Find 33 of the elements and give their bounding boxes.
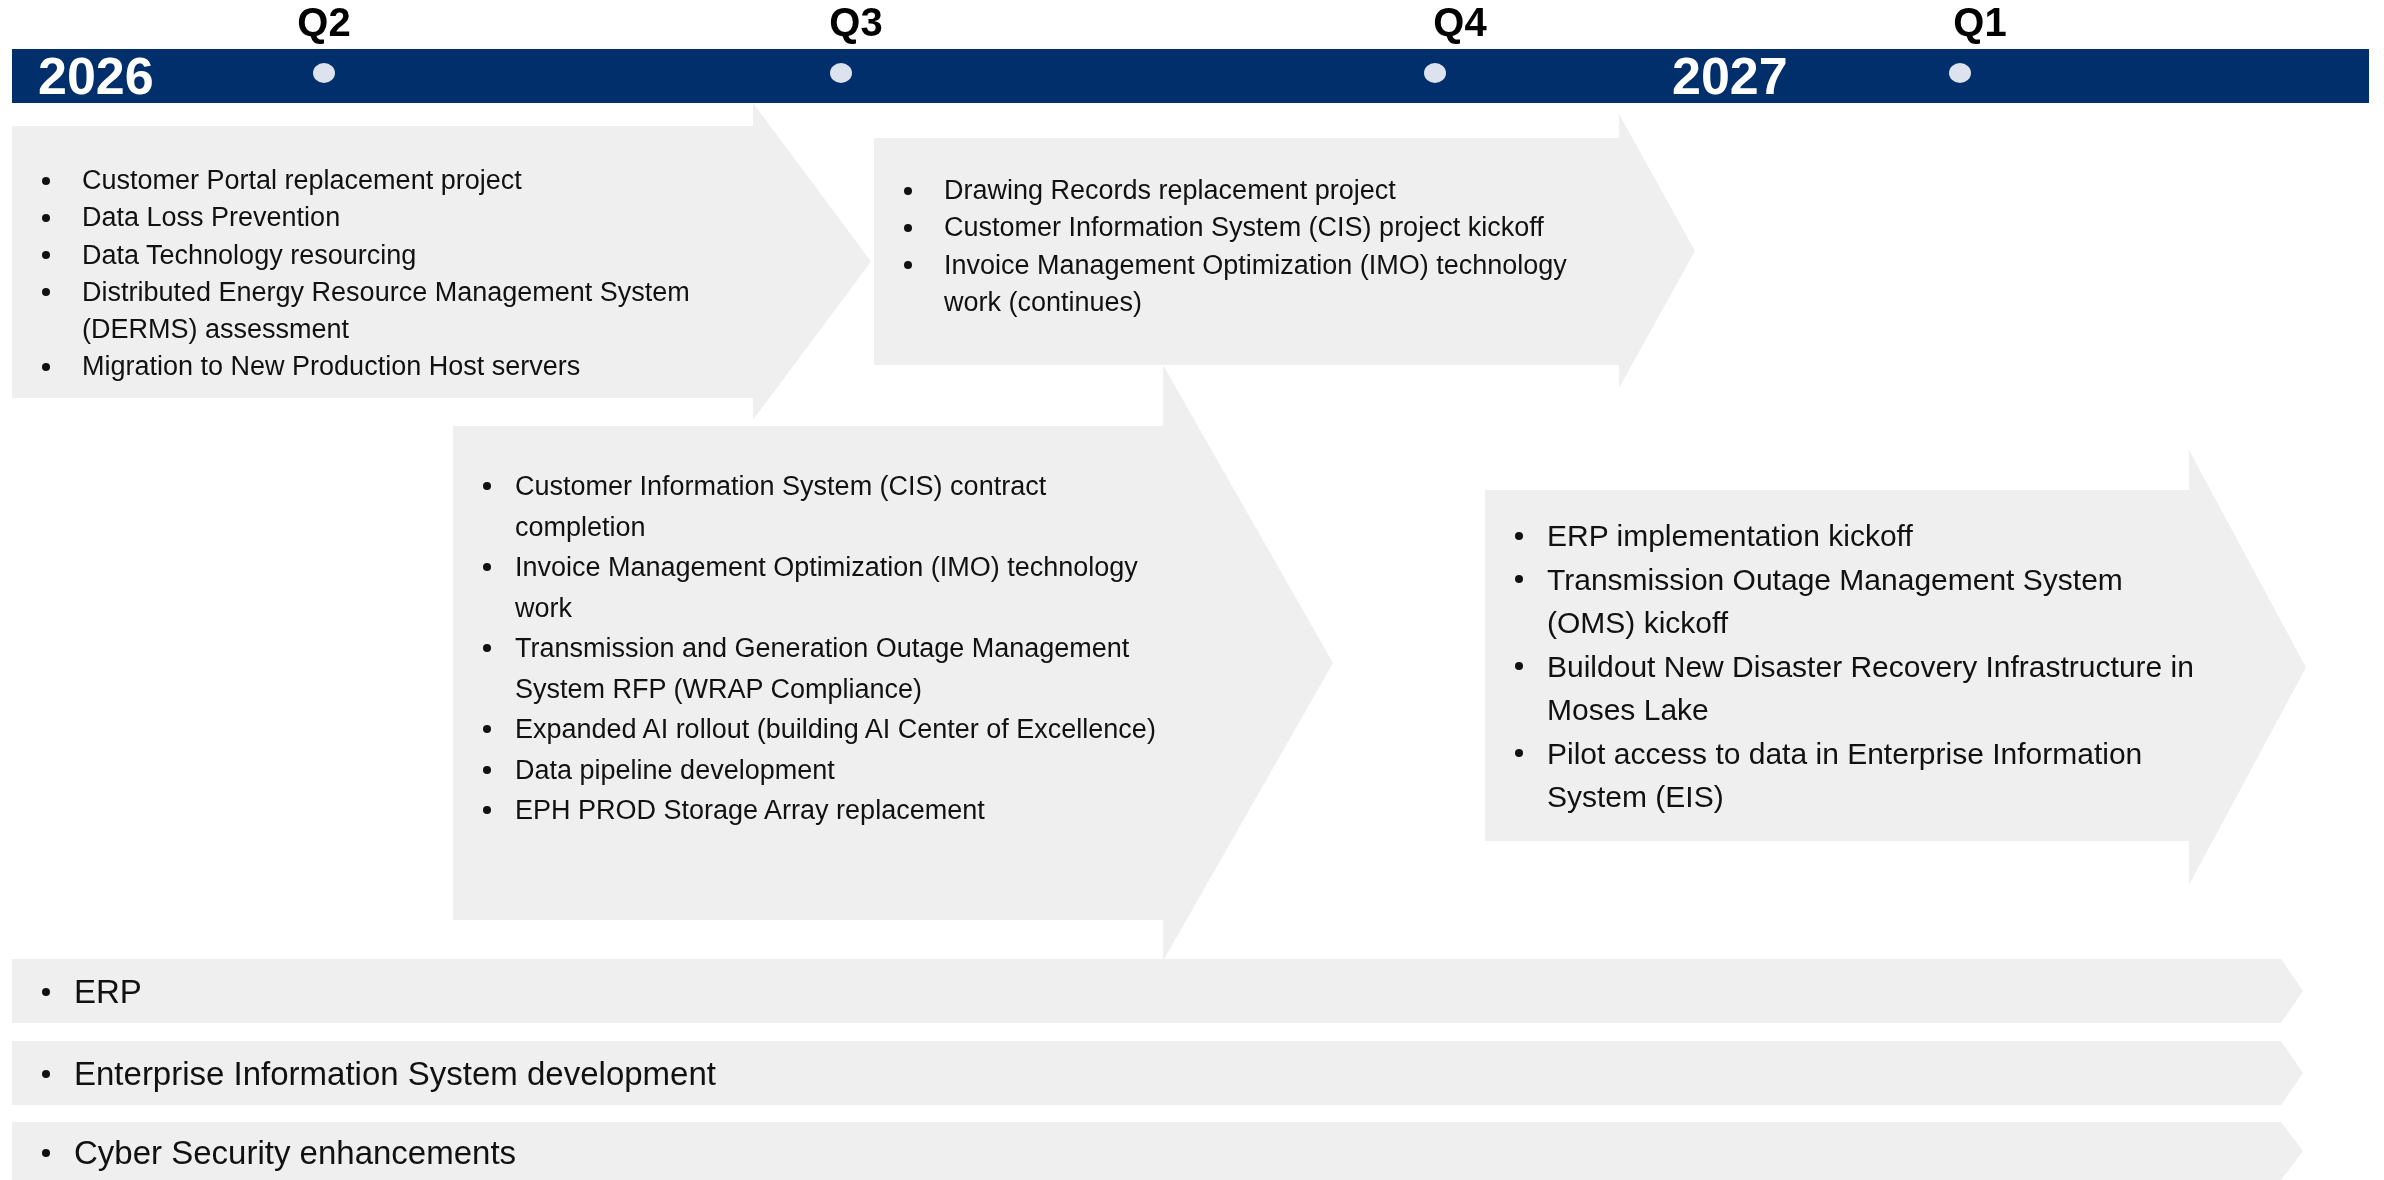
year-label: 2026 xyxy=(38,46,154,106)
bullet-item: Customer Portal replacement project xyxy=(82,165,522,195)
chevron-panel xyxy=(874,114,1695,388)
bullet-item: ERP xyxy=(74,973,142,1010)
bullet-item: Transmission and Generation Outage Management System RFP (WRAP Compliance) xyxy=(515,633,1130,704)
bullet-item: Expanded AI rollout (building AI Center of Excellence) xyxy=(515,714,1156,744)
year-label: 2027 xyxy=(1672,46,1788,106)
banner-panel xyxy=(12,1122,2303,1180)
chevron-panel xyxy=(12,103,871,420)
bullet-item: Enterprise Information System development xyxy=(74,1055,716,1092)
banner-panel xyxy=(12,1041,2303,1105)
bullet-item: Data pipeline development xyxy=(515,754,835,785)
bullet-item: Invoice Management Optimization (IMO) technology work (continues) xyxy=(944,249,1567,317)
quarter-label: Q2 xyxy=(297,0,351,45)
banner-panel xyxy=(12,959,2303,1023)
bullet-item: Drawing Records replacement project xyxy=(944,175,1396,205)
bullet-item: Customer Information System (CIS) project kickoff xyxy=(944,212,1544,243)
bullet-item: Buildout New Disaster Recovery Infrastructure in Moses Lake xyxy=(1547,649,2194,726)
bullet-item: EPH PROD Storage Array replacement xyxy=(515,795,985,825)
quarter-label: Q4 xyxy=(1433,0,1487,45)
bullet-item: Distributed Energy Resource Management System (DERMS) assessment xyxy=(82,276,690,344)
chevron-panel xyxy=(1485,450,2306,885)
quarter-label: Q3 xyxy=(829,0,883,45)
bullet-item: Data Technology resourcing xyxy=(82,239,417,270)
bullet-item: Pilot access to data in Enterprise Information System (EIS) xyxy=(1547,736,2143,813)
bullet-item: ERP implementation kickoff xyxy=(1547,519,1913,552)
bullet-item: Data Loss Prevention xyxy=(82,202,341,233)
bullet-item: Cyber Security enhancements xyxy=(74,1134,517,1171)
bullet-item: Invoice Management Optimization (IMO) technology work xyxy=(515,552,1138,623)
bullet-item: Migration to New Production Host servers xyxy=(82,351,581,382)
quarter-label: Q1 xyxy=(1953,0,2007,45)
bullet-item: Transmission Outage Management System (OMS) kickoff xyxy=(1547,562,2123,639)
bullet-item: Customer Information System (CIS) contract completion xyxy=(515,471,1047,542)
